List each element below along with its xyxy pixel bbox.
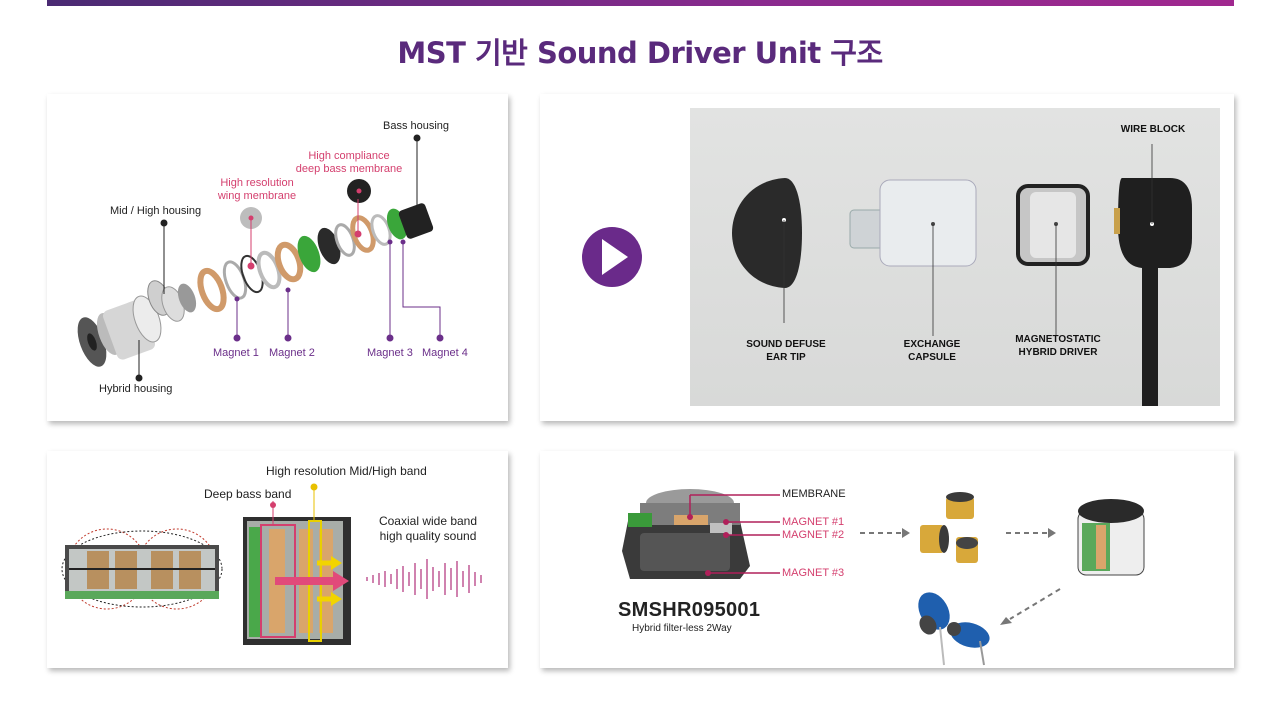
label-magnet-1: Magnet 1 <box>213 347 259 359</box>
panel-product-photo: WIRE BLOCK SOUND DEFUSE EAR TIP EXCHANGE… <box>540 94 1234 421</box>
label-magnet-3: MAGNET #3 <box>782 567 845 579</box>
label-wing-membrane: wing membrane <box>217 190 297 202</box>
label-capsule-line2: CAPSULE <box>908 352 956 363</box>
unit-illustration <box>622 489 1145 666</box>
label-capsule-line1: EXCHANGE <box>903 339 961 350</box>
play-icon <box>602 239 628 275</box>
label-magnet-3: Magnet 3 <box>367 347 413 359</box>
panel-exploded-view: Bass housing High compliance deep bass m… <box>47 94 508 421</box>
panel-band-diagram: High resolution Mid/High band Deep bass … <box>47 451 508 668</box>
coaxial-band-illustration <box>61 483 482 645</box>
label-bass-housing: Bass housing <box>383 120 450 132</box>
label-coaxial-line1: Coaxial wide band <box>378 514 478 528</box>
page-title: MST 기반 Sound Driver Unit 구조 <box>397 36 883 70</box>
label-driver-line2: HYBRID DRIVER <box>1018 347 1098 358</box>
label-high-resolution: High resolution <box>220 177 294 189</box>
model-description: Hybrid filter-less 2Way <box>632 623 732 634</box>
label-high-compliance: High compliance <box>308 150 390 162</box>
earphone-components-image <box>732 144 1192 406</box>
label-ear-tip-line1: SOUND DEFUSE <box>746 339 826 350</box>
product-photo-area: WIRE BLOCK SOUND DEFUSE EAR TIP EXCHANGE… <box>690 108 1220 406</box>
panel-unit-model: MEMBRANE MAGNET #1 MAGNET #2 MAGNET #3 S… <box>540 451 1234 668</box>
label-hybrid-housing: Hybrid housing <box>99 383 173 395</box>
label-mid-high-band: High resolution Mid/High band <box>266 464 427 478</box>
label-ear-tip-line2: EAR TIP <box>766 352 806 363</box>
exploded-driver-illustration <box>77 134 444 382</box>
label-deep-bass-band: Deep bass band <box>204 487 292 501</box>
play-button[interactable] <box>540 94 1234 421</box>
label-wire-block: WIRE BLOCK <box>1120 124 1186 135</box>
label-deep-bass-membrane: deep bass membrane <box>295 163 403 175</box>
label-membrane: MEMBRANE <box>782 488 846 500</box>
label-coaxial-line2: high quality sound <box>379 529 477 543</box>
label-magnet-4: Magnet 4 <box>422 347 468 359</box>
label-driver-line1: MAGNETOSTATIC <box>1015 334 1101 345</box>
label-magnet-1: MAGNET #1 <box>782 516 845 528</box>
label-mid-high-housing: Mid / High housing <box>110 205 202 217</box>
label-magnet-2: Magnet 2 <box>269 347 315 359</box>
model-code: SMSHR095001 <box>618 599 761 621</box>
label-magnet-2: MAGNET #2 <box>782 529 845 541</box>
top-accent-bar <box>47 0 1234 6</box>
